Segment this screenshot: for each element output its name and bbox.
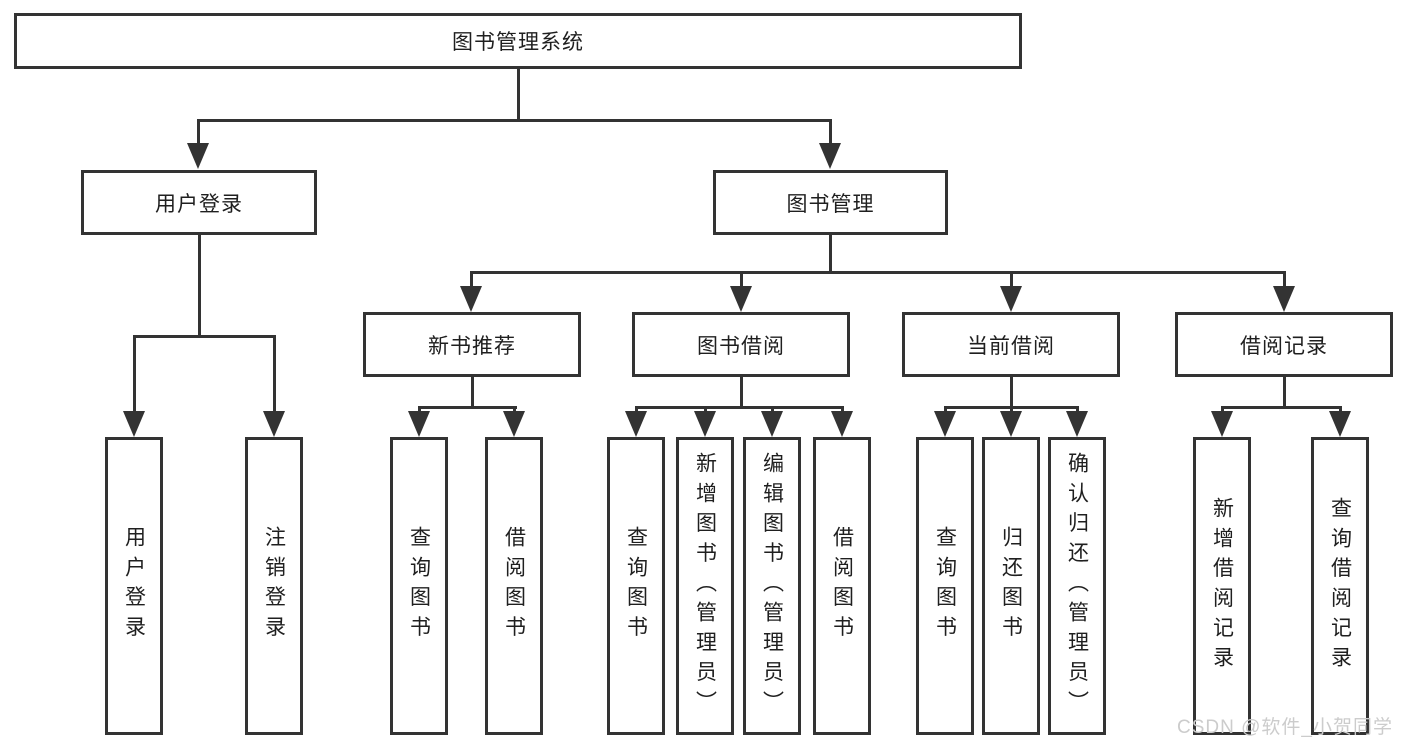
connector-drop-borrow-edit <box>770 406 774 413</box>
connector-drop-book-management <box>828 119 832 145</box>
node-current-borrow: 当前借阅 <box>902 312 1120 377</box>
leaf-current-confirm-return-admin-label: 确认归还（管理员） <box>1065 451 1089 721</box>
node-root: 图书管理系统 <box>14 13 1022 69</box>
leaf-borrow-query-books-label: 查询图书 <box>624 526 648 646</box>
arrow-down-icon <box>1000 286 1022 312</box>
leaf-current-query-books: 查询图书 <box>916 437 974 735</box>
connector-book-borrow-stem <box>739 377 743 409</box>
node-user-login-label: 用户登录 <box>155 192 243 216</box>
leaf-records-add-record: 新增借阅记录 <box>1193 437 1251 735</box>
leaf-borrow-query-books: 查询图书 <box>607 437 665 735</box>
leaf-user-login-label: 用户登录 <box>122 526 146 646</box>
node-borrow-records: 借阅记录 <box>1175 312 1393 377</box>
node-user-login: 用户登录 <box>81 170 317 235</box>
arrow-down-icon <box>1066 411 1088 437</box>
leaf-borrow-edit-books-admin-label: 编辑图书（管理员） <box>760 451 784 721</box>
connector-book-management-stem <box>829 235 832 274</box>
leaf-recommend-borrow-books-label: 借阅图书 <box>502 526 526 646</box>
connector-drop-recommend-query <box>417 406 421 413</box>
leaf-borrow-borrow-books-label: 借阅图书 <box>830 526 854 646</box>
connector-drop-current-confirm <box>1075 406 1079 413</box>
connector-login-children-bar <box>132 335 276 338</box>
arrow-down-icon <box>625 411 647 437</box>
connector-drop-records-query <box>1338 406 1342 413</box>
leaf-borrow-edit-books-admin: 编辑图书（管理员） <box>743 437 801 735</box>
leaf-borrow-add-books-admin: 新增图书（管理员） <box>676 437 734 735</box>
leaf-logout: 注销登录 <box>245 437 303 735</box>
leaf-current-return-books-label: 归还图书 <box>999 526 1023 646</box>
node-current-borrow-label: 当前借阅 <box>967 334 1055 358</box>
connector-borrow-children-bar <box>634 406 844 409</box>
arrow-down-icon <box>503 411 525 437</box>
node-new-book-recommend: 新书推荐 <box>363 312 581 377</box>
arrow-down-icon <box>831 411 853 437</box>
arrow-down-icon <box>460 286 482 312</box>
node-root-label: 图书管理系统 <box>452 31 584 54</box>
connector-root-stem <box>516 69 520 121</box>
connector-drop-borrow-borrow <box>840 406 844 413</box>
arrow-down-icon <box>819 143 841 169</box>
arrow-down-icon <box>123 411 145 437</box>
connector-recommend-children-bar <box>417 406 517 409</box>
node-book-borrow-label: 图书借阅 <box>697 334 785 358</box>
leaf-records-query-record: 查询借阅记录 <box>1311 437 1369 735</box>
connector-drop-records-add <box>1220 406 1224 413</box>
leaf-recommend-query-books-label: 查询图书 <box>407 526 431 646</box>
node-book-management: 图书管理 <box>713 170 948 235</box>
leaf-current-return-books: 归还图书 <box>982 437 1040 735</box>
leaf-borrow-borrow-books: 借阅图书 <box>813 437 871 735</box>
arrow-down-icon <box>1211 411 1233 437</box>
connector-records-children-bar <box>1220 406 1342 409</box>
arrow-down-icon <box>1329 411 1351 437</box>
leaf-logout-label: 注销登录 <box>262 526 286 646</box>
arrow-down-icon <box>1273 286 1295 312</box>
connector-level2-bar <box>196 119 832 122</box>
arrow-down-icon <box>1000 411 1022 437</box>
node-book-management-label: 图书管理 <box>786 192 875 216</box>
connector-level3-bar <box>469 271 1286 274</box>
arrow-down-icon <box>761 411 783 437</box>
leaf-records-add-record-label: 新增借阅记录 <box>1210 496 1234 676</box>
connector-drop-borrow-records <box>1282 271 1286 291</box>
connector-drop-current-borrow <box>1009 271 1013 291</box>
leaf-recommend-query-books: 查询图书 <box>390 437 448 735</box>
arrow-down-icon <box>263 411 285 437</box>
leaf-records-query-record-label: 查询借阅记录 <box>1328 496 1352 676</box>
connector-drop-current-return <box>1009 406 1013 413</box>
node-new-book-recommend-label: 新书推荐 <box>428 334 516 358</box>
connector-recommend-stem <box>470 377 474 409</box>
node-borrow-records-label: 借阅记录 <box>1240 334 1328 358</box>
connector-user-login-stem <box>197 235 201 338</box>
arrow-down-icon <box>934 411 956 437</box>
arrow-down-icon <box>408 411 430 437</box>
connector-drop-current-query <box>943 406 947 413</box>
csdn-watermark: CSDN @软件_小贺同学 <box>1177 717 1393 738</box>
connector-drop-user-login <box>196 119 200 145</box>
arrow-down-icon <box>694 411 716 437</box>
leaf-current-query-books-label: 查询图书 <box>933 526 957 646</box>
connector-drop-borrow-query <box>634 406 638 413</box>
connector-records-stem <box>1282 377 1286 409</box>
connector-current-stem <box>1009 377 1013 409</box>
arrow-down-icon <box>187 143 209 169</box>
connector-drop-leaf-user-login <box>132 335 136 413</box>
connector-drop-recommend-borrow <box>512 406 516 413</box>
leaf-user-login: 用户登录 <box>105 437 163 735</box>
arrow-down-icon <box>730 286 752 312</box>
leaf-borrow-add-books-admin-label: 新增图书（管理员） <box>693 451 717 721</box>
leaf-current-confirm-return-admin: 确认归还（管理员） <box>1048 437 1106 735</box>
connector-drop-leaf-logout <box>272 335 276 413</box>
node-book-borrow: 图书借阅 <box>632 312 850 377</box>
connector-drop-borrow-add <box>703 406 707 413</box>
connector-drop-book-borrow <box>739 271 743 291</box>
leaf-recommend-borrow-books: 借阅图书 <box>485 437 543 735</box>
connector-drop-new-book-recommend <box>469 271 473 291</box>
